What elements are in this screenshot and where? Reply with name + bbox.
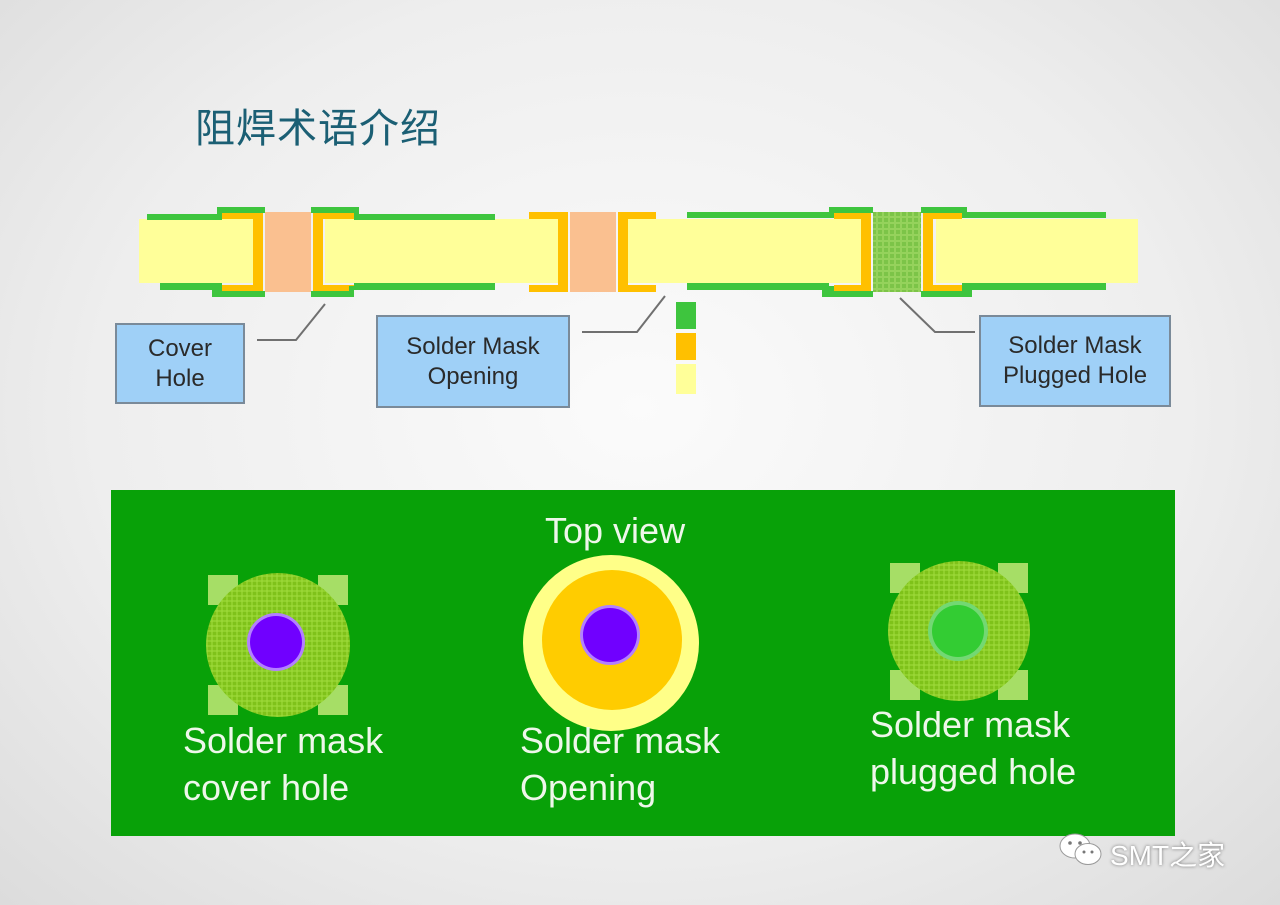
plugged-hole-via-fill (873, 212, 921, 292)
leader-opening (582, 295, 666, 333)
page-title: 阻焊术语介绍 (195, 106, 441, 152)
substrate-mid-right (627, 219, 861, 283)
mask-top-plug-right (921, 207, 967, 218)
wechat-icon (1058, 832, 1104, 875)
mask-top-cover-left (217, 207, 265, 219)
legend-solder-mask-swatch (676, 302, 696, 329)
watermark: SMT之家 (1058, 832, 1225, 875)
leader-plugged-hole (899, 297, 975, 333)
callout-solder-mask-opening: Solder Mask Opening (376, 315, 570, 408)
mask-top-cover-right (311, 207, 359, 219)
mask-bot-cover-left (212, 286, 265, 297)
mask-top-plug-left (829, 207, 873, 218)
cover-hole-via-fill (265, 212, 311, 292)
callout-solder-mask-plugged-hole: Solder Mask Plugged Hole (979, 315, 1171, 407)
label-cover-hole: Solder mask cover hole (183, 720, 384, 808)
legend-substrate-swatch (676, 364, 696, 394)
mask-bot-cover-right (311, 286, 354, 297)
opening-via-fill (570, 212, 616, 292)
mask-top-3 (687, 212, 829, 218)
mask-bot-1 (160, 283, 222, 290)
copper-cover-right (313, 212, 354, 292)
copper-plug-right (923, 212, 962, 292)
copper-open-right (618, 212, 656, 292)
copper-cover-left (222, 212, 263, 292)
mask-bot-4 (962, 283, 1106, 290)
mask-top-2 (354, 214, 495, 220)
mask-bot-3 (687, 283, 829, 290)
copper-open-left (529, 212, 568, 292)
substrate-left (139, 219, 253, 283)
mask-top-1 (147, 214, 222, 220)
mask-top-4 (962, 212, 1106, 218)
top-view-heading: Top view (545, 510, 686, 551)
mask-bot-plug-left (822, 286, 873, 297)
leader-cover-hole (257, 303, 326, 341)
mask-bot-plug-right (921, 286, 972, 297)
legend-copper-swatch (676, 333, 696, 360)
watermark-text: SMT之家 (1110, 839, 1226, 871)
cross-section-diagram (139, 207, 1138, 394)
copper-plug-left (834, 212, 871, 292)
callout-cover-hole: Cover Hole (115, 323, 245, 404)
cover-hole-drill-core (250, 616, 302, 668)
opening-drill-core (583, 608, 637, 662)
label-opening: Solder mask Opening (520, 720, 721, 808)
mask-bot-2 (354, 283, 495, 290)
substrate-mid-left (325, 219, 562, 283)
substrate-right (936, 219, 1138, 283)
plugged-hole-plug-core (932, 605, 984, 657)
label-plugged-hole: Solder mask plugged hole (870, 704, 1077, 792)
